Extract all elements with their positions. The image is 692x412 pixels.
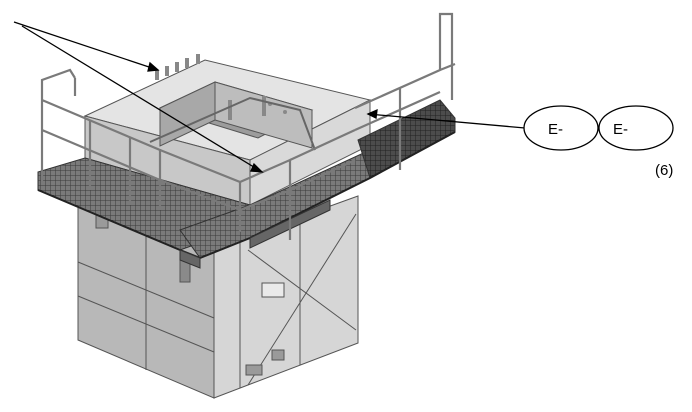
- handrails: [40, 12, 456, 240]
- callout-group: E- E-: [523, 105, 674, 151]
- housing-handrail: [149, 96, 316, 151]
- cabinet-plate: [261, 282, 285, 298]
- cabinet-bottom-bracket: [271, 349, 285, 361]
- callout-ellipse-2: [598, 105, 674, 151]
- figure-reference: (6): [655, 162, 673, 179]
- callout-label-2: E-: [613, 121, 628, 138]
- leader-line: [21, 25, 263, 173]
- leader-line: [367, 113, 526, 129]
- cabinet-bottom-bracket: [245, 364, 263, 376]
- callout-ellipse-1: [523, 105, 599, 151]
- leader-lines: [13, 21, 526, 173]
- callout-label-1: E-: [548, 121, 563, 138]
- handrail-right: [354, 12, 456, 170]
- leader-line: [13, 21, 159, 71]
- central-housing: [83, 54, 372, 206]
